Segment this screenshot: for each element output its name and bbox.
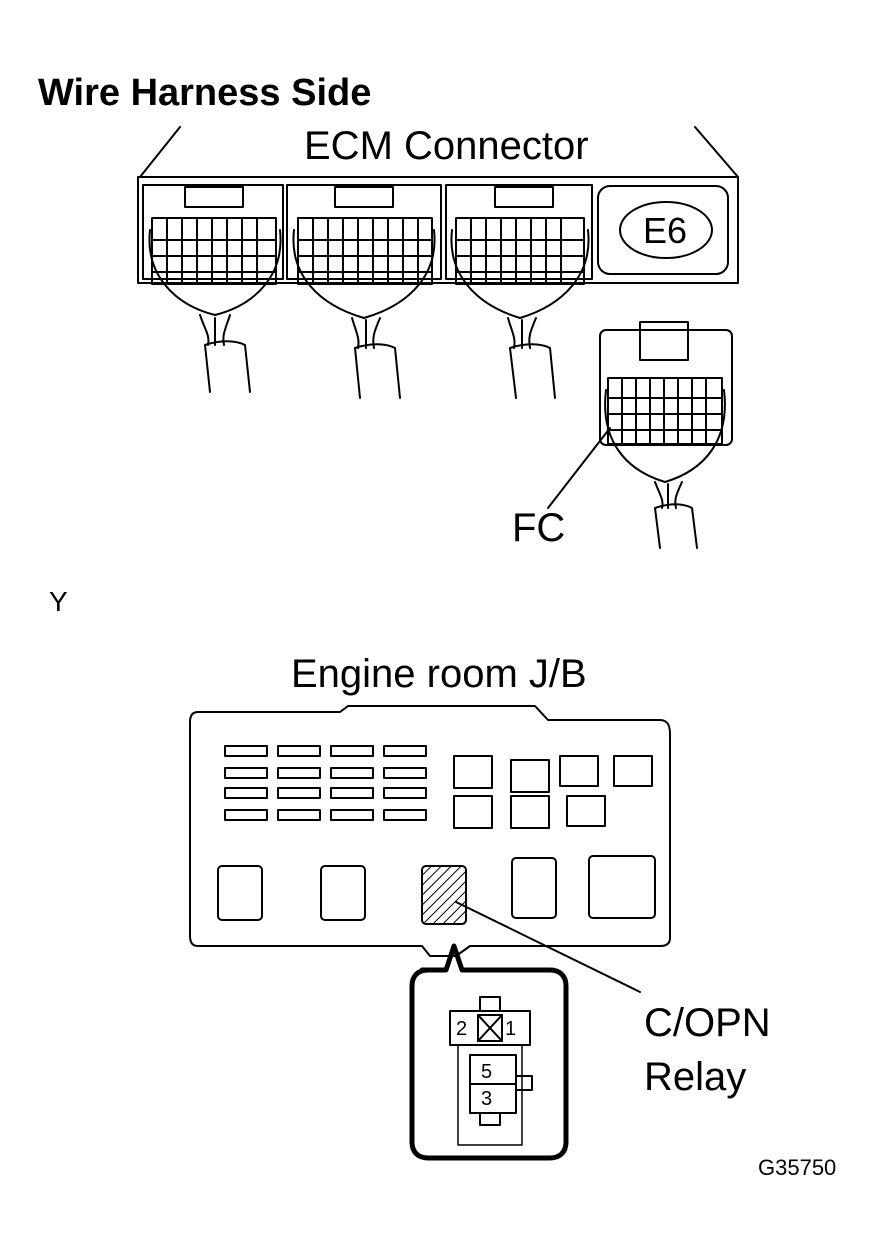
- jb-large-relays: [217, 855, 656, 921]
- page-title: Wire Harness Side: [38, 72, 372, 114]
- engine-room-jb-body: [189, 705, 671, 957]
- ecm-connector-label: ECM Connector: [304, 124, 589, 168]
- jb-small-relays: [453, 755, 653, 829]
- relay-pin-5: 5: [481, 1061, 493, 1083]
- relay-callout: [409, 943, 569, 1161]
- jb-fuse-slots: [224, 745, 427, 821]
- figure-code: G35750: [758, 1155, 837, 1180]
- relay-pin-1: 1: [505, 1018, 517, 1040]
- e6-badge-outline: [619, 201, 713, 259]
- relay-label-line1: C/OPN: [644, 1001, 771, 1045]
- c-opn-leader-line: [455, 901, 641, 993]
- engine-room-jb-label: Engine room J/B: [291, 652, 587, 696]
- ecm-connector-block-1: [142, 184, 284, 393]
- ecm-connector-block-3: [445, 184, 593, 399]
- e6-badge-label: E6: [643, 210, 688, 251]
- relay-label-line2: Relay: [644, 1055, 747, 1099]
- relay-pin-3: 3: [481, 1088, 493, 1110]
- separator-label: Y: [49, 586, 68, 617]
- c-opn-relay-slot: [421, 865, 467, 925]
- fc-connector-label: FC: [512, 506, 566, 550]
- ecm-connector-body: [137, 126, 739, 284]
- fc-connector: [547, 321, 733, 549]
- relay-pin-2: 2: [456, 1018, 468, 1040]
- ecm-connector-block-2: [286, 184, 442, 399]
- fc-leader-line: [547, 427, 611, 509]
